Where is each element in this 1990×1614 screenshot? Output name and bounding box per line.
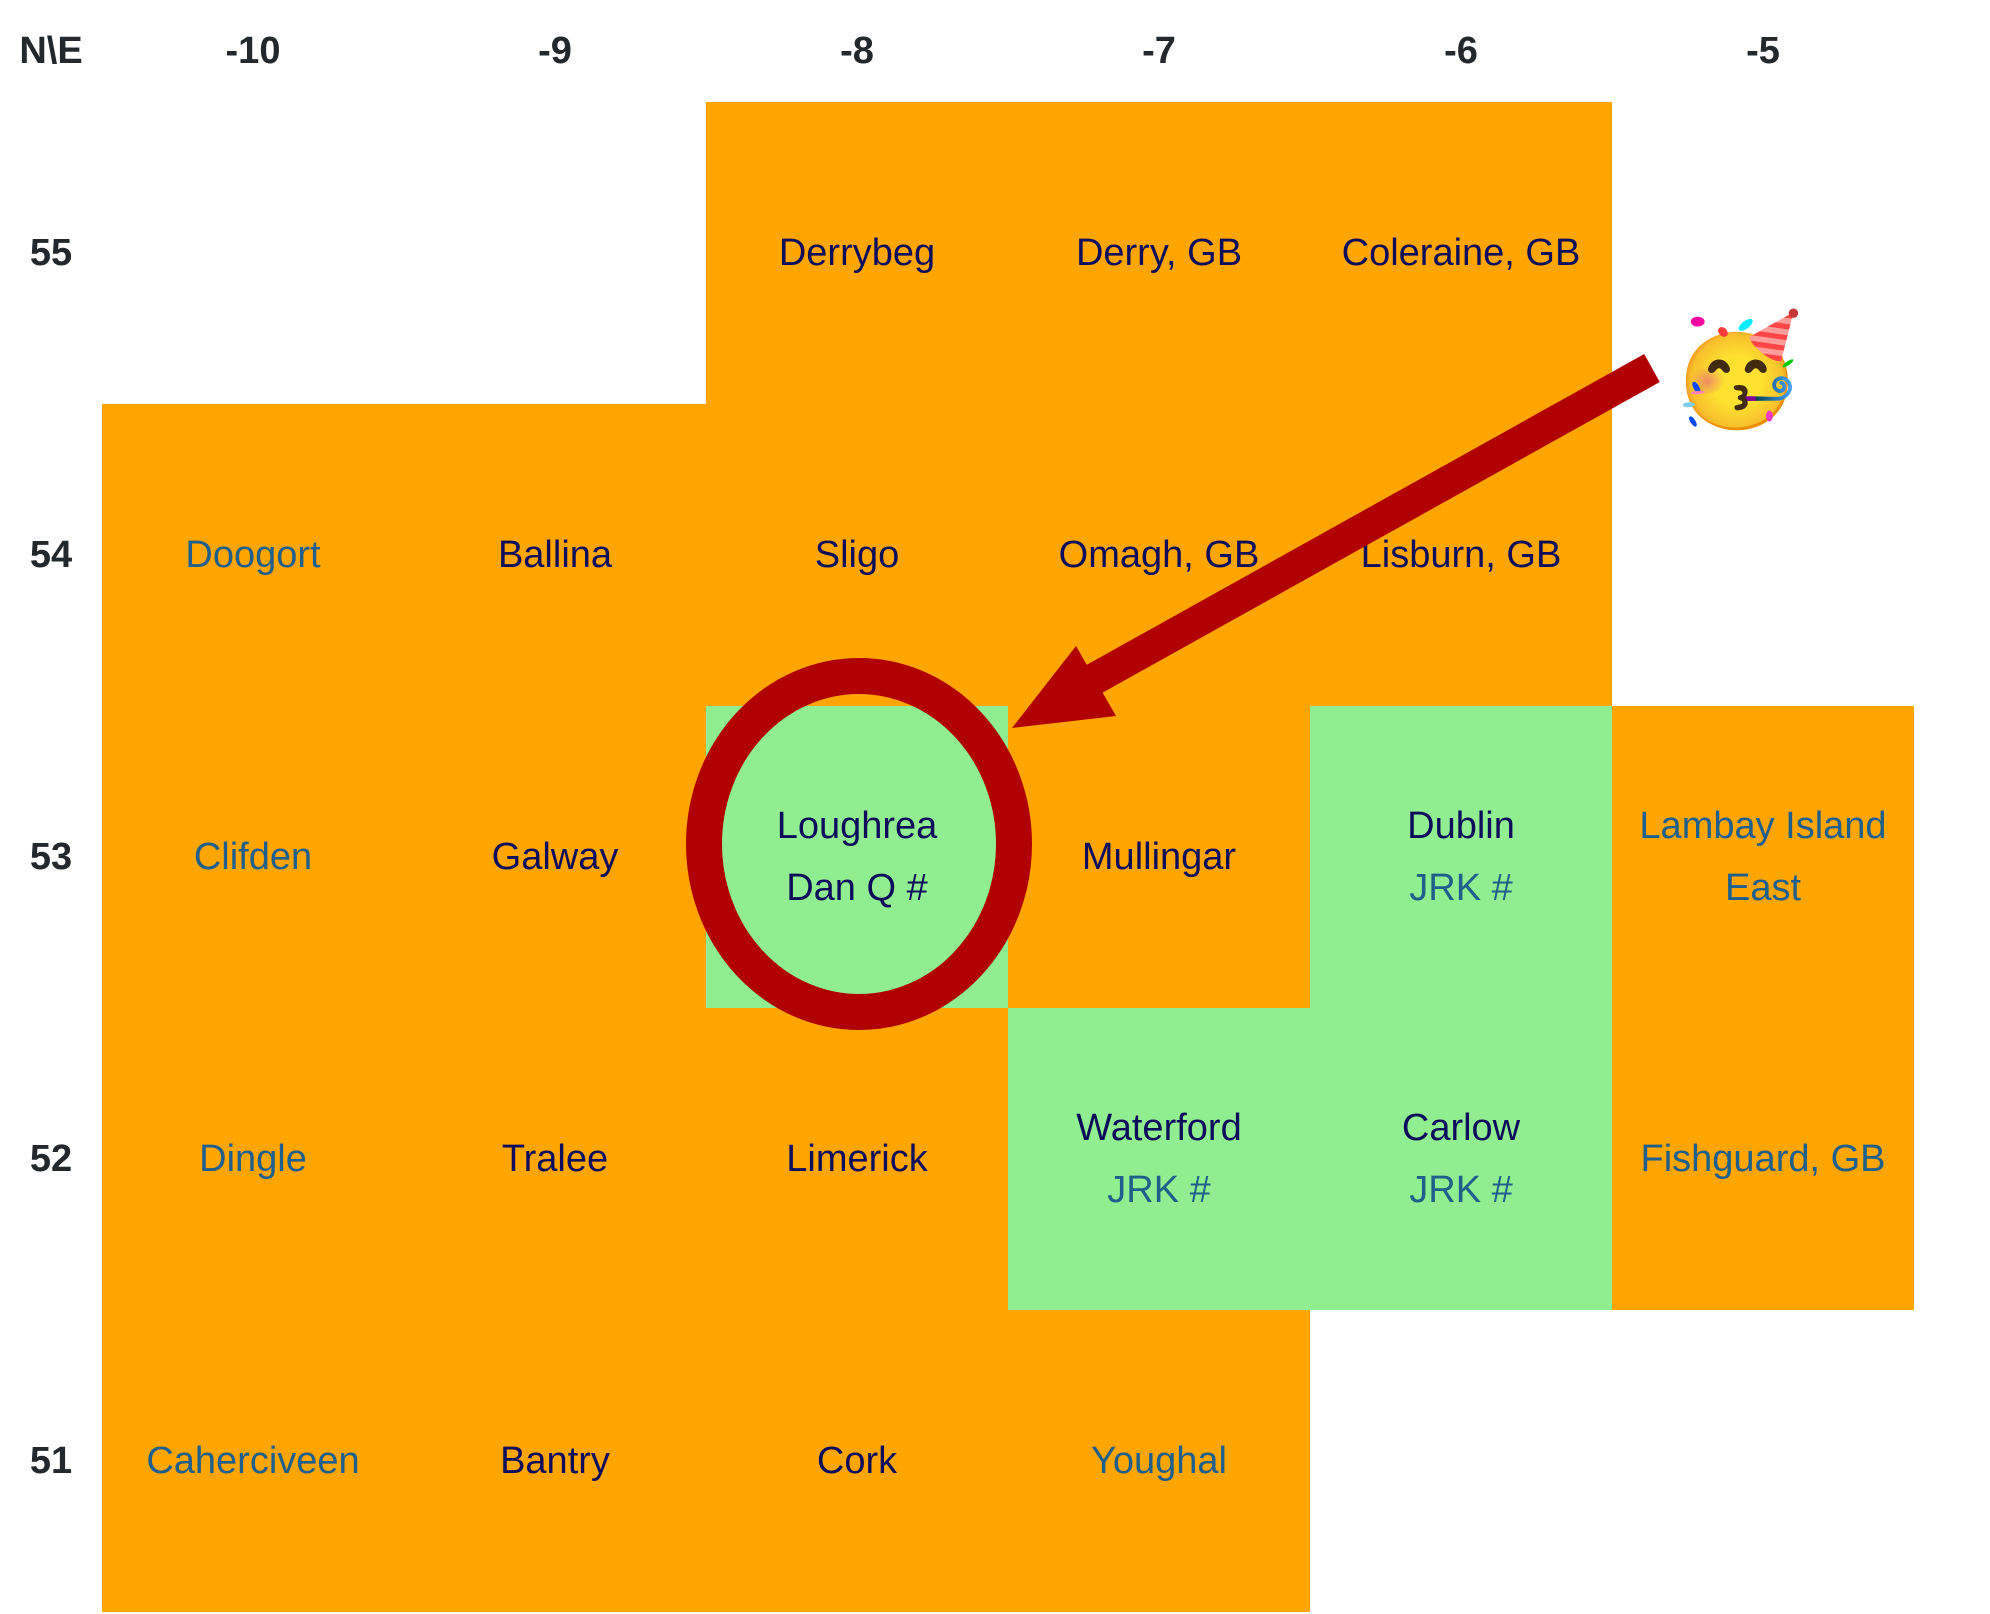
- empty-cell: [404, 102, 706, 404]
- cell-place-name: Omagh, GB: [1058, 534, 1260, 576]
- cell-place-name: Ballina: [497, 534, 613, 576]
- cell-place-name: Loughrea: [776, 805, 938, 847]
- grid-cell: Fishguard, GB: [1612, 1008, 1914, 1310]
- cell-place-name: Derry, GB: [1075, 232, 1243, 274]
- cell-visit-link[interactable]: JRK #: [1409, 1169, 1513, 1211]
- column-header-lon: -9: [538, 29, 572, 72]
- cell-place-name: Mullingar: [1081, 836, 1237, 878]
- cell-place-name: Dublin: [1407, 805, 1515, 847]
- degree-confluence-grid: N\E -10 -9 -8 -7 -6 -5 55 Derrybeg Derry, …: [0, 0, 1914, 1612]
- grid-cell: Bantry: [404, 1310, 706, 1612]
- grid-cell: Cork: [706, 1310, 1008, 1612]
- empty-cell: [1612, 404, 1914, 706]
- column-header-lon: -7: [1142, 29, 1176, 72]
- grid-cell: Ballina: [404, 404, 706, 706]
- cell-place-name: Cork: [816, 1440, 898, 1482]
- grid-cell: Doogort: [102, 404, 404, 706]
- cell-visit-link: Dan Q #: [786, 867, 928, 909]
- grid-cell: Dingle: [102, 1008, 404, 1310]
- cell-place-name: Carlow: [1401, 1107, 1521, 1149]
- partying-face-icon: 🥳: [1670, 309, 1805, 430]
- cell-place-name: Waterford: [1076, 1107, 1242, 1149]
- cell-place-name[interactable]: Caherciveen: [146, 1440, 360, 1482]
- grid-row: 54 Doogort Ballina Sligo Omagh, GB Lisburn, G…: [0, 404, 1914, 706]
- cell-place-name[interactable]: Fishguard, GB: [1640, 1138, 1886, 1180]
- grid-cell: Lambay Island East: [1612, 706, 1914, 1008]
- cell-place-name[interactable]: Clifden: [193, 836, 313, 878]
- row-header-lat: 51: [29, 1439, 73, 1482]
- grid-cell: Galway: [404, 706, 706, 1008]
- column-header-lon: -5: [1746, 29, 1780, 72]
- row-header-lat: 54: [29, 533, 73, 576]
- row-header-lat: 52: [29, 1137, 73, 1180]
- header-row: N\E -10 -9 -8 -7 -6 -5: [0, 0, 1914, 102]
- cell-place-name: Derrybeg: [778, 232, 936, 274]
- grid-cell: Tralee: [404, 1008, 706, 1310]
- cell-place-name[interactable]: Dingle: [199, 1138, 307, 1180]
- grid-cell: Coleraine, GB: [1310, 102, 1612, 404]
- cell-place-name[interactable]: Youghal: [1091, 1440, 1227, 1482]
- cell-place-name[interactable]: Lambay Island East: [1639, 805, 1887, 909]
- grid-cell: Lisburn, GB: [1310, 404, 1612, 706]
- grid-row: 55 Derrybeg Derry, GB Coleraine, GB: [0, 102, 1914, 404]
- row-header-lat: 53: [29, 835, 73, 878]
- empty-cell: [102, 102, 404, 404]
- grid-cell: Derry, GB: [1008, 102, 1310, 404]
- column-header-lon: -6: [1444, 29, 1478, 72]
- grid-cell: Derrybeg: [706, 102, 1008, 404]
- grid-cell: Omagh, GB: [1008, 404, 1310, 706]
- grid-cell: Mullingar: [1008, 706, 1310, 1008]
- cell-visit-link[interactable]: JRK #: [1409, 867, 1513, 909]
- grid-cell: Clifden: [102, 706, 404, 1008]
- empty-cell: [1612, 1310, 1914, 1612]
- row-header-lat: 55: [29, 231, 73, 274]
- empty-cell: [1310, 1310, 1612, 1612]
- cell-place-name: Lisburn, GB: [1360, 534, 1562, 576]
- corner-label: N\E: [19, 29, 83, 72]
- cell-place-name: Tralee: [501, 1138, 609, 1180]
- grid-cell: Youghal: [1008, 1310, 1310, 1612]
- cell-place-name: Bantry: [500, 1440, 610, 1482]
- grid-cell: Limerick: [706, 1008, 1008, 1310]
- column-header-lon: -8: [840, 29, 874, 72]
- cell-place-name: Galway: [491, 836, 619, 878]
- column-header-lon: -10: [225, 29, 281, 72]
- grid-row: 51 Caherciveen Bantry Cork Youghal: [0, 1310, 1914, 1612]
- cell-place-name: Coleraine, GB: [1341, 232, 1581, 274]
- cell-place-name: Limerick: [786, 1138, 928, 1180]
- grid-cell: Sligo: [706, 404, 1008, 706]
- cell-place-name[interactable]: Doogort: [185, 534, 321, 576]
- cell-visit-link[interactable]: JRK #: [1107, 1169, 1211, 1211]
- cell-place-name: Sligo: [814, 534, 900, 576]
- grid-cell: Caherciveen: [102, 1310, 404, 1612]
